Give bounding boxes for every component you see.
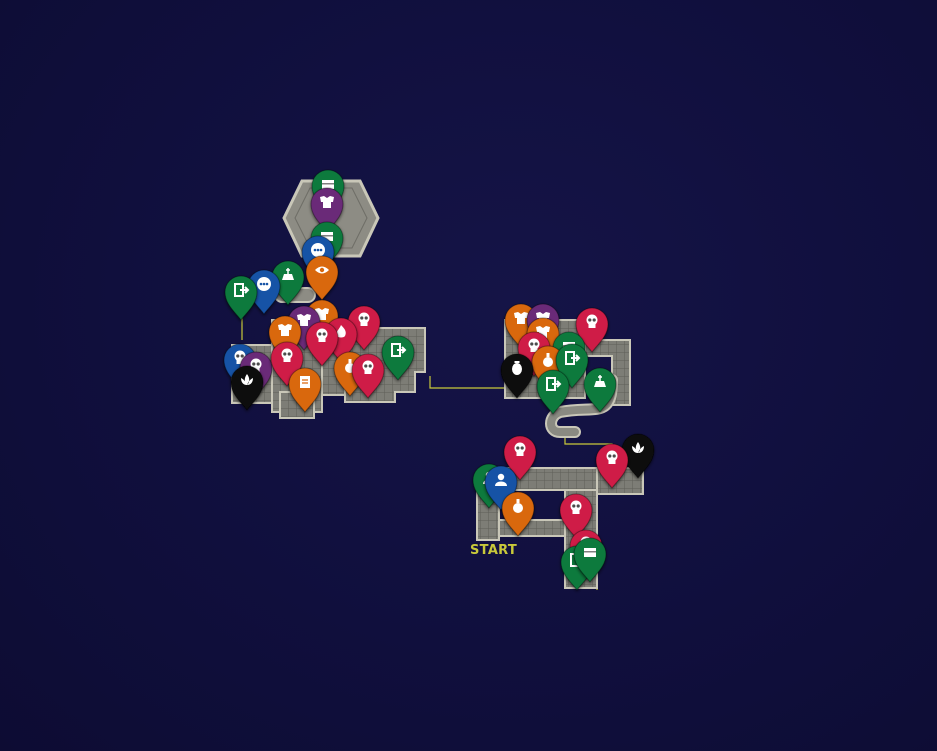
player-icon xyxy=(495,473,507,486)
npc-dialog-icon xyxy=(311,243,325,257)
map-marker-exit[interactable] xyxy=(224,275,258,321)
map-marker-shrine[interactable] xyxy=(583,367,617,413)
shrine-icon xyxy=(282,268,294,280)
exit-icon xyxy=(234,283,250,297)
skull-icon xyxy=(362,360,374,374)
start-label: START xyxy=(470,543,518,558)
map-marker-potion[interactable] xyxy=(501,491,535,537)
map-marker-eye[interactable] xyxy=(305,255,339,301)
skull-icon xyxy=(281,348,293,362)
map-marker-skull[interactable] xyxy=(305,321,339,367)
armor-icon xyxy=(514,312,528,324)
exit-icon xyxy=(565,351,581,365)
map-marker-shrine[interactable] xyxy=(271,260,305,306)
map-markers[interactable] xyxy=(223,169,655,591)
npc-dialog-icon xyxy=(257,277,271,291)
eye-icon xyxy=(315,266,329,274)
fire-icon xyxy=(336,325,346,338)
map-marker-skull[interactable] xyxy=(351,353,385,399)
armor-icon xyxy=(278,324,292,336)
map-marker-lotus[interactable] xyxy=(230,365,264,411)
armor-icon xyxy=(320,196,334,208)
armor-icon xyxy=(297,314,311,326)
skull-icon xyxy=(606,450,618,464)
scroll-icon xyxy=(300,376,310,388)
exit-icon xyxy=(546,377,562,391)
map-marker-scroll[interactable] xyxy=(288,367,322,413)
skull-icon xyxy=(514,442,526,456)
skull-icon xyxy=(358,312,370,326)
skull-icon xyxy=(528,338,540,352)
map-marker-chest[interactable] xyxy=(573,537,607,583)
map-marker-skull[interactable] xyxy=(503,435,537,481)
chest-icon xyxy=(321,232,333,241)
skull-icon xyxy=(316,328,328,342)
chest-icon xyxy=(584,548,596,557)
map-marker-skull[interactable] xyxy=(595,443,629,489)
potion-icon xyxy=(513,499,523,513)
chest-icon xyxy=(322,180,334,189)
lotus-icon xyxy=(241,374,253,385)
skull-icon xyxy=(586,314,598,328)
lotus-icon xyxy=(632,442,644,453)
map-marker-skull[interactable] xyxy=(559,493,593,539)
skull-icon xyxy=(570,500,582,514)
map-marker-exit[interactable] xyxy=(381,335,415,381)
map-marker-armor[interactable] xyxy=(310,187,344,233)
shrine-icon xyxy=(594,375,606,387)
map-marker-skull[interactable] xyxy=(575,307,609,353)
map-marker-urn[interactable] xyxy=(500,353,534,399)
exit-icon xyxy=(391,343,407,357)
urn-icon xyxy=(512,361,522,375)
potion-icon xyxy=(543,353,553,367)
map-marker-exit[interactable] xyxy=(536,369,570,415)
